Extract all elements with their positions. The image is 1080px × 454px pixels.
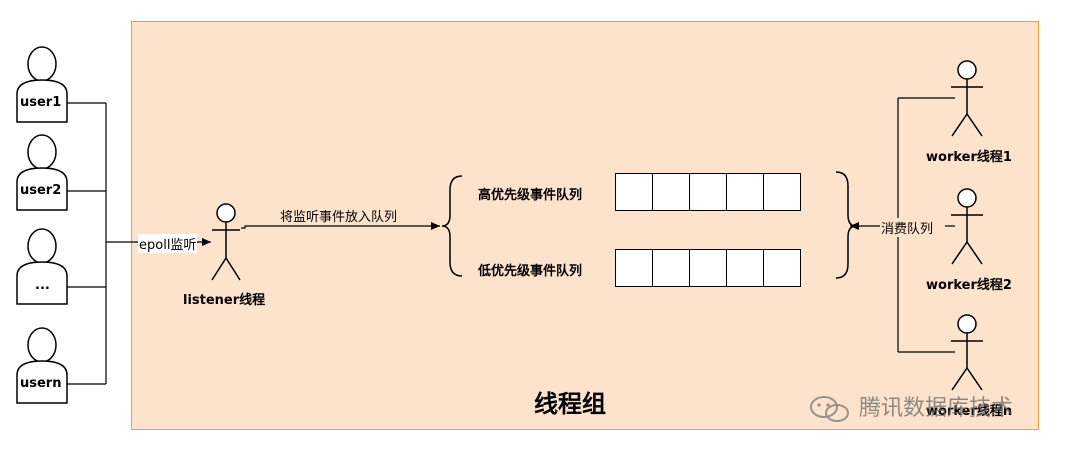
consume-label: 消费队列 bbox=[881, 218, 934, 237]
queue-cell bbox=[652, 249, 690, 287]
right-brace bbox=[835, 171, 857, 279]
worker-label-3: worker线程n bbox=[926, 404, 1013, 419]
epoll-label: epoll监听 bbox=[138, 234, 198, 253]
user-actor-4 bbox=[16, 327, 68, 404]
queue-cell bbox=[615, 173, 653, 211]
listener-label: listener线程 bbox=[183, 293, 266, 308]
worker-label-2: worker线程2 bbox=[926, 278, 1012, 293]
queue-cell bbox=[615, 249, 653, 287]
user-label-2: user2 bbox=[20, 183, 62, 198]
user-label-1: user1 bbox=[20, 95, 62, 110]
worker-actor-2 bbox=[951, 188, 983, 265]
user-actor-1 bbox=[16, 46, 68, 123]
left-brace bbox=[441, 175, 463, 277]
queue-cell bbox=[689, 249, 727, 287]
enqueue-arrow bbox=[241, 222, 440, 230]
high-priority-queue-label: 高优先级事件队列 bbox=[478, 188, 583, 203]
low-priority-queue-label: 低优先级事件队列 bbox=[478, 264, 583, 279]
low-priority-queue bbox=[615, 249, 801, 287]
user-actor-3 bbox=[16, 228, 68, 305]
high-priority-queue bbox=[615, 173, 801, 211]
queue-cell bbox=[763, 173, 801, 211]
group-title: 线程组 bbox=[534, 390, 606, 418]
queue-cell bbox=[652, 173, 690, 211]
queue-cell bbox=[689, 173, 727, 211]
listener-actor bbox=[211, 203, 241, 281]
user-label-3: ... bbox=[35, 278, 50, 293]
queue-cell bbox=[726, 173, 764, 211]
watermark: 腾讯数据库技术 bbox=[808, 390, 1013, 424]
worker-actor-1 bbox=[951, 60, 983, 137]
worker-actor-3 bbox=[951, 314, 983, 391]
queue-cell bbox=[726, 249, 764, 287]
user-actor-2 bbox=[16, 134, 68, 211]
watermark-text: 腾讯数据库技术 bbox=[859, 396, 1014, 421]
wechat-icon bbox=[810, 396, 849, 422]
user-label-4: usern bbox=[20, 376, 62, 391]
queue-cell bbox=[763, 249, 801, 287]
worker-label-1: worker线程1 bbox=[926, 150, 1012, 165]
enqueue-label: 将监听事件放入队列 bbox=[280, 210, 398, 225]
